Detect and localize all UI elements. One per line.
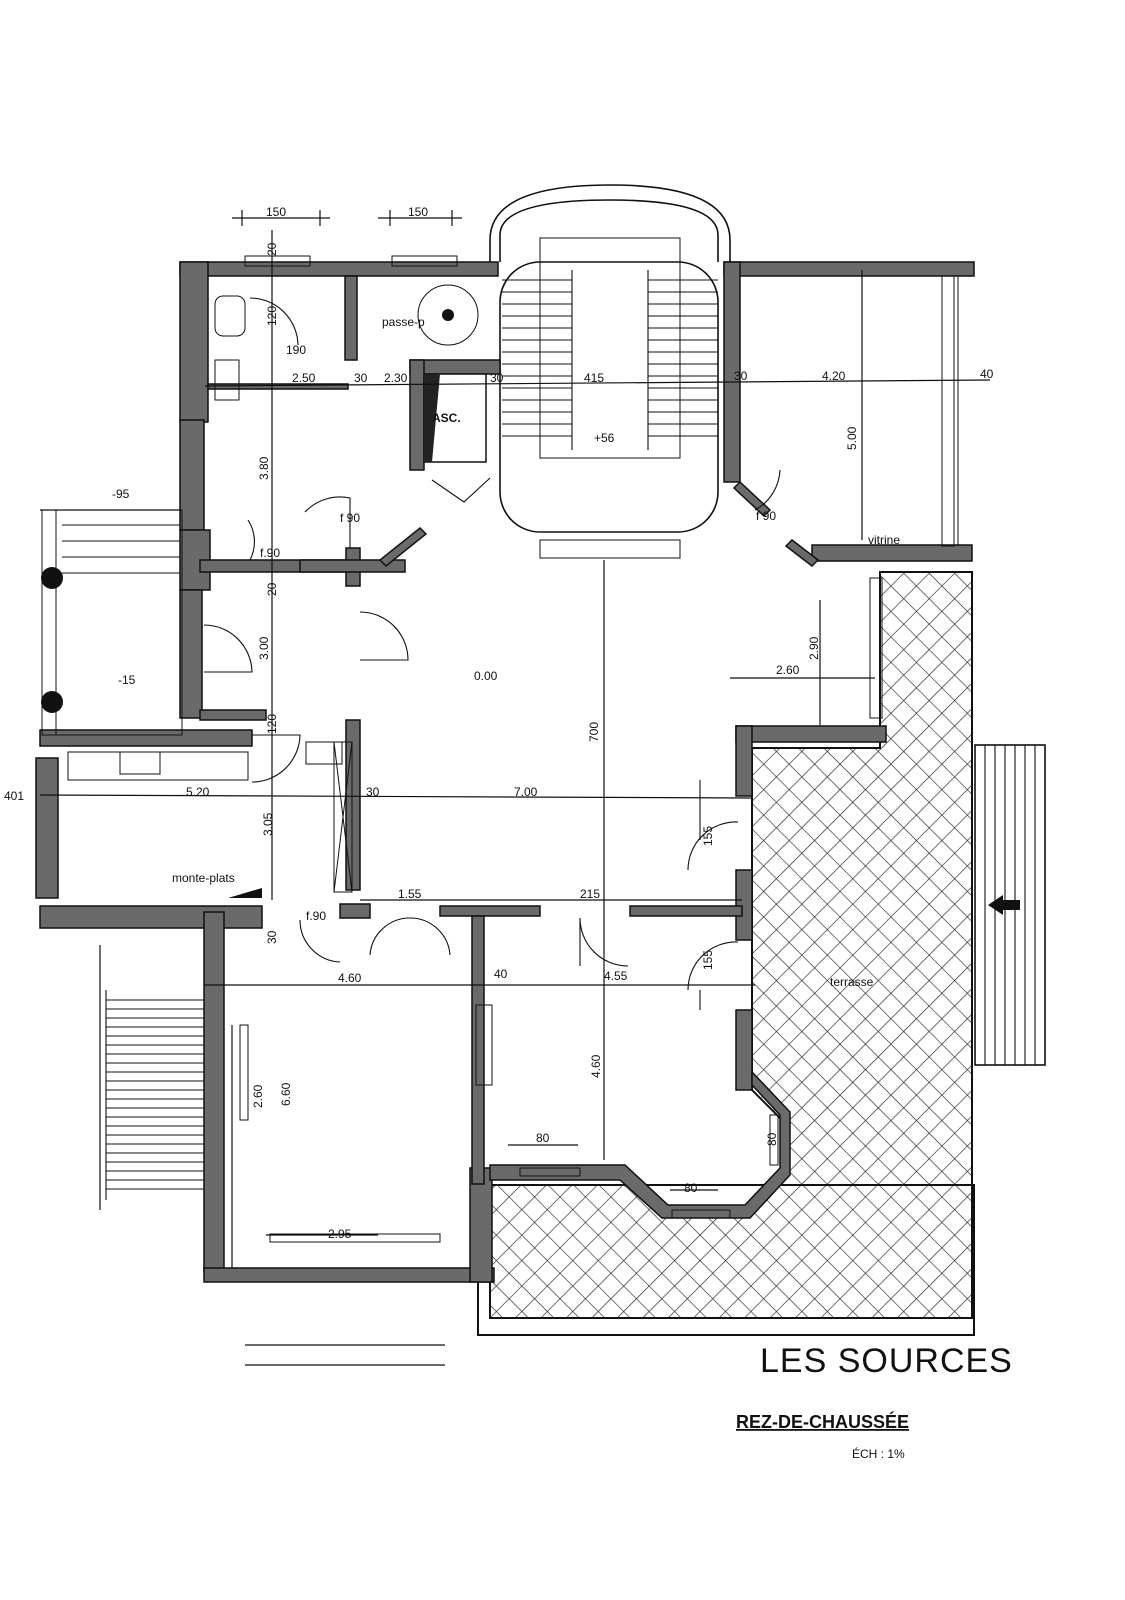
dimension-text: 150 150 20 120 190 2.50 30 2.30 30 415 3… [4,205,994,1241]
dim-190-wc: 190 [286,343,306,357]
plan-title: LES SOURCES [760,1342,1013,1380]
plan-scale: ÉCH : 1% [852,1446,905,1461]
entrance-steps [974,744,1046,1066]
interior-walls [199,275,820,1185]
stair-tower [489,184,731,559]
dim-v-120-mid: 120 [265,714,279,734]
dim-380: 3.80 [257,456,271,480]
elevation-000: 0.00 [474,669,498,683]
dim-460-h: 4.60 [338,971,362,985]
dim-30-mid: 30 [366,785,380,799]
dim-455: 4.55 [604,969,628,983]
dim-300: 3.00 [257,636,271,660]
passe-plats-label: passe-p [382,315,425,329]
column-bottom [41,691,63,713]
elevation-plus-56: +56 [594,431,615,445]
dim-215: 215 [580,887,600,901]
dim-700-h: 7.00 [514,785,538,799]
labels: ASC. monte-plats vitrine terrasse passe-… [172,315,900,989]
dim-260-left: 2.60 [251,1084,265,1108]
doors [203,297,781,1010]
dim-40-low: 40 [494,967,508,981]
dim-80-v: 80 [765,1132,779,1146]
dim-660: 6.60 [279,1082,293,1106]
elevator-label: ASC. [432,411,461,425]
dim-30-b: 30 [490,371,504,385]
dim-260-right: 2.60 [776,663,800,677]
monte-plats-label: monte-plats [172,871,235,885]
dim-500: 5.00 [845,426,859,450]
dim-top-150-a: 150 [266,205,286,219]
dim-40-right: 40 [980,367,994,381]
dim-80-b: 80 [684,1181,698,1195]
dim-155-h: 1.55 [398,887,422,901]
dim-230: 2.30 [384,371,408,385]
dim-155-a: 155 [701,826,715,846]
terrasse-label: terrasse [830,975,874,989]
dim-295: 2.95 [328,1227,352,1241]
dim-top-150-b: 150 [408,205,428,219]
dim-250: 2.50 [292,371,316,385]
vitrine-label: vitrine [868,533,900,547]
dim-290: 2.90 [807,636,821,660]
dim-415: 415 [584,371,604,385]
stairs-lower-left [105,990,204,1200]
door-f90-c: f.90 [260,546,280,560]
dim-v-20-mid: 20 [265,582,279,596]
dim-155-b: 155 [701,950,715,970]
title-block: LES SOURCES REZ-DE-CHAUSSÉE ÉCH : 1% [736,1342,1013,1461]
level-minus-15: -15 [118,673,136,687]
dim-305: 3.05 [261,812,275,836]
dim-v-30-low: 30 [265,930,279,944]
fixtures [67,284,479,898]
dim-v-20-top: 20 [265,242,279,256]
stair-treads [502,270,718,450]
exterior-walls [35,261,975,1283]
balcony-left [62,524,180,574]
dim-420: 4.20 [822,369,846,383]
dim-520: 5.20 [186,785,210,799]
door-f90-d: f.90 [306,909,326,923]
dimension-lines [39,210,991,1366]
dim-minus-95: -95 [112,487,130,501]
dim-700-v: 700 [587,722,601,742]
dim-30-c: 30 [734,369,748,383]
entrance-arrow-icon [988,895,1020,915]
door-f90-a: f 90 [340,511,360,525]
dim-80-a: 80 [536,1131,550,1145]
dim-460-v: 4.60 [589,1054,603,1078]
column-top [41,567,63,589]
door-f90-b: f 90 [756,509,776,523]
dim-v-120-top: 120 [265,306,279,326]
dim-401: 401 [4,789,24,803]
plan-subtitle: REZ-DE-CHAUSSÉE [736,1411,909,1432]
dim-30-a: 30 [354,371,368,385]
